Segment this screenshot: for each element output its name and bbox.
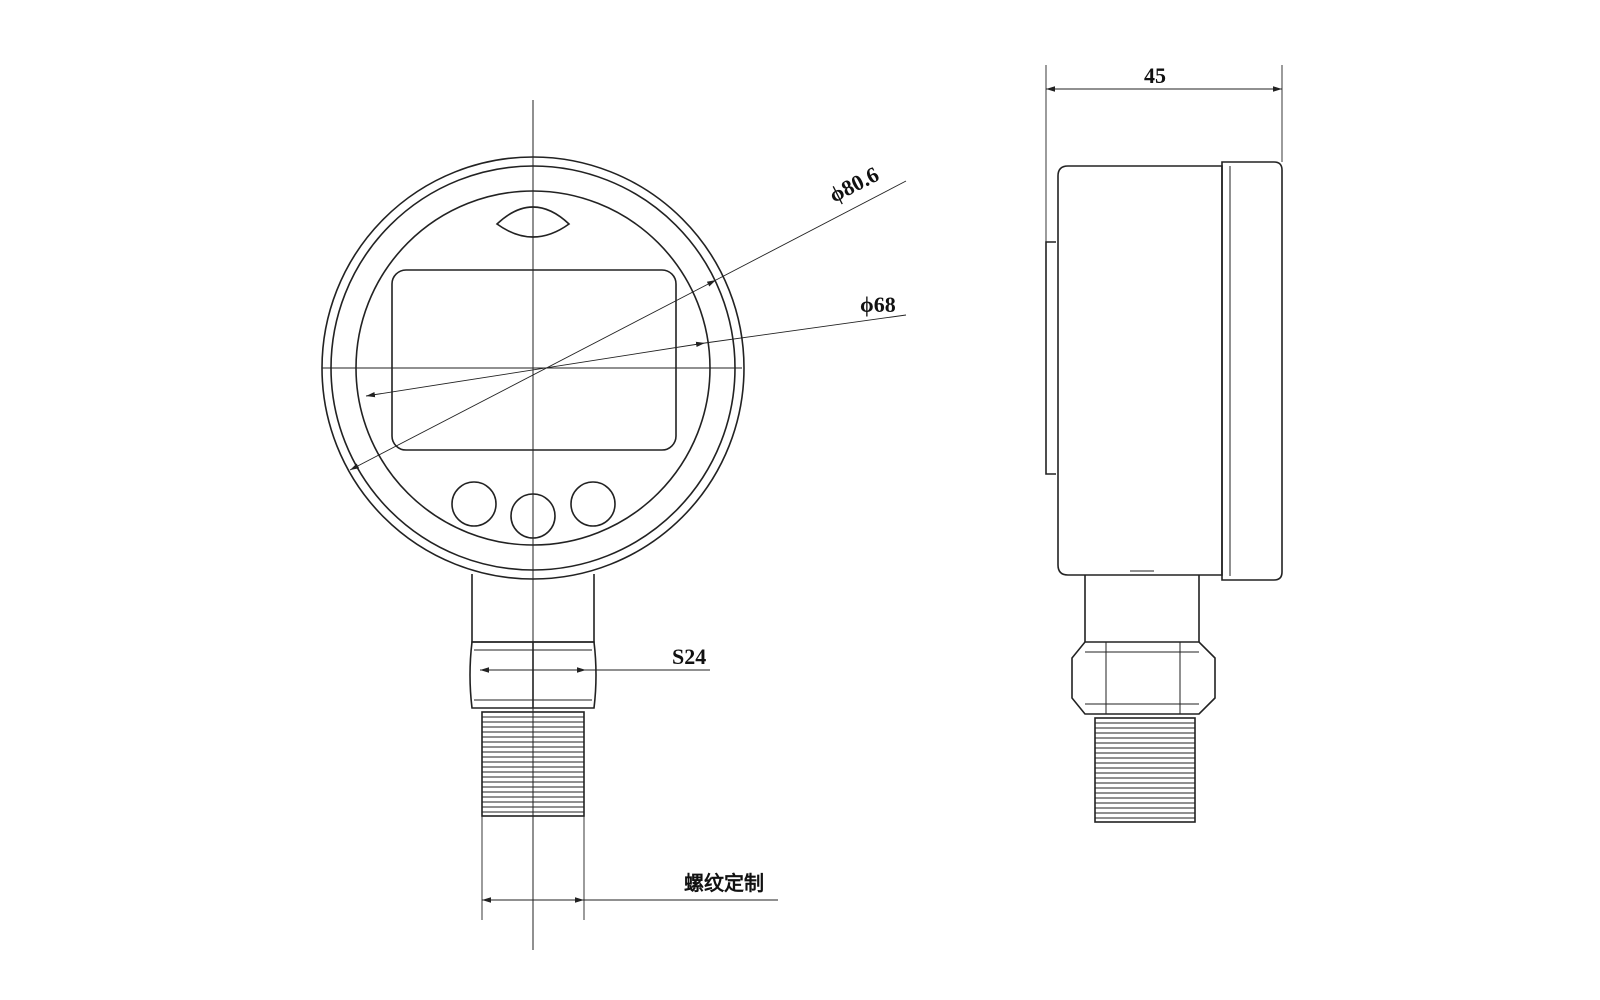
case-body <box>1057 165 1223 576</box>
side-threaded-shank <box>1094 717 1196 823</box>
depth-label: 45 <box>1144 63 1166 88</box>
inner-diameter-dim-line <box>365 341 706 398</box>
inner-diameter-leader <box>704 314 907 344</box>
top-window <box>495 206 571 238</box>
lcd-display <box>391 269 677 451</box>
right-button <box>570 481 616 527</box>
outer-bezel-inner-edge <box>330 165 736 571</box>
rear-flange <box>1045 241 1056 475</box>
left-button <box>451 481 497 527</box>
hex-nut <box>469 641 597 709</box>
side-hex-nut <box>1071 641 1216 715</box>
side-view: 45 <box>1045 63 1283 823</box>
bezel-ring <box>1221 161 1283 581</box>
hex-size-label: S24 <box>672 644 706 669</box>
threaded-shank <box>481 711 585 817</box>
outer-diameter-label: ϕ80.6 <box>825 161 883 207</box>
middle-button <box>510 493 556 539</box>
outer-bezel <box>321 156 745 580</box>
thread-body <box>481 711 585 817</box>
thread-label: 螺纹定制 <box>684 871 764 895</box>
side-thread-body <box>1094 717 1196 823</box>
bottom-socket <box>1084 575 1200 642</box>
inner-diameter-label: ϕ68 <box>860 292 896 317</box>
front-view: ϕ80.6 ϕ68 S24 螺纹定制 <box>321 100 907 950</box>
outer-diameter-leader <box>715 180 907 281</box>
